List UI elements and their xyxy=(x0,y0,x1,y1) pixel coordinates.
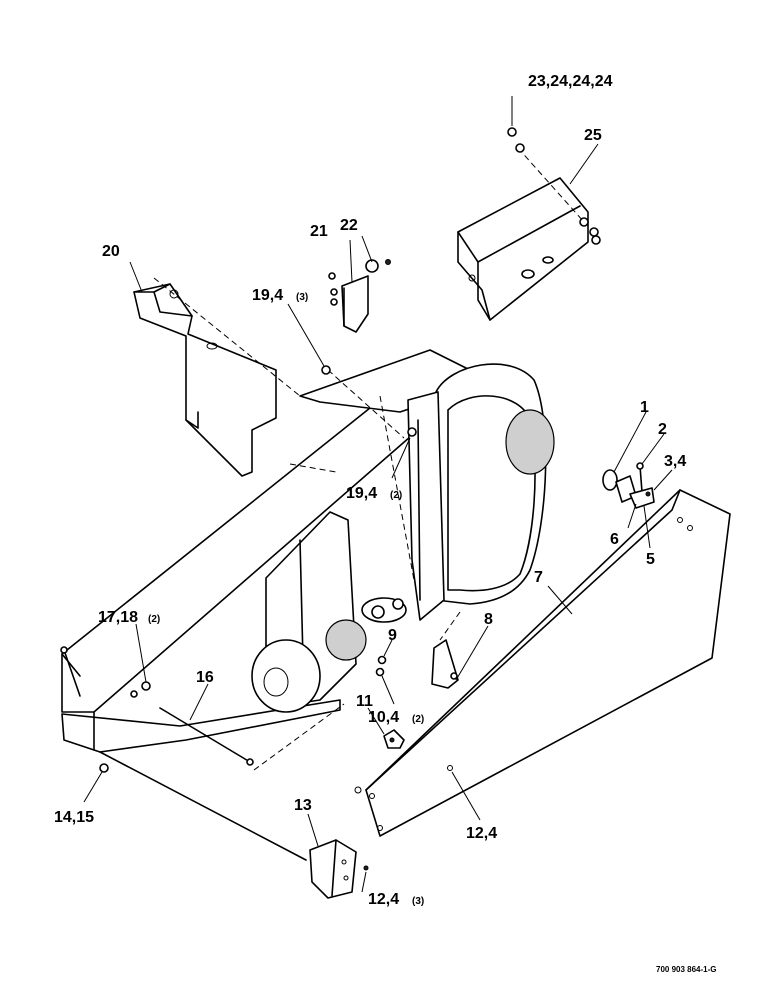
callout-17-18: 17,18 xyxy=(98,609,138,626)
callout-19-4-upper-qty: (3) xyxy=(296,292,308,303)
washer-19-lower xyxy=(407,427,417,437)
callout-12-4-bottom: 12,4 xyxy=(368,891,399,908)
callout-21: 21 xyxy=(310,223,328,240)
shield-20 xyxy=(133,283,277,477)
lower-link xyxy=(99,751,307,861)
callout-6: 6 xyxy=(610,531,619,548)
bolt-23 xyxy=(507,127,525,153)
callout-7: 7 xyxy=(534,569,543,586)
callout-9: 9 xyxy=(388,627,397,644)
clip-11 xyxy=(383,729,405,749)
callout-12-4-right: 12,4 xyxy=(466,825,497,842)
latch-assembly xyxy=(602,462,655,509)
callout-2: 2 xyxy=(658,421,667,438)
shield-7 xyxy=(354,489,731,837)
bolt-14 xyxy=(60,646,109,773)
callout-19-4-upper: 19,4 xyxy=(252,287,283,304)
callout-8: 8 xyxy=(484,611,493,628)
callout-5: 5 xyxy=(646,551,655,568)
callout-13: 13 xyxy=(294,797,312,814)
callout-25: 25 xyxy=(584,127,602,144)
hardware-17-18 xyxy=(130,681,151,698)
washers-9-10 xyxy=(375,655,387,677)
callout-22: 22 xyxy=(340,217,358,234)
callout-16: 16 xyxy=(196,669,214,686)
callout-1: 1 xyxy=(640,399,649,416)
callout-23-24: 23,24,24,24 xyxy=(528,73,613,90)
callout-19-4-lower: 19,4 xyxy=(346,485,377,502)
callout-10-4: 10,4 xyxy=(368,709,399,726)
clip-8 xyxy=(431,639,459,689)
bracket-13 xyxy=(309,839,369,899)
callout-10-4-qty: (2) xyxy=(412,714,424,725)
drawing-number: 700 903 864-1-G xyxy=(656,965,717,974)
callout-11: 11 xyxy=(356,693,373,710)
callout-19-4-lower-qty: (2) xyxy=(390,490,402,501)
callout-17-18-qty: (2) xyxy=(148,614,160,625)
washer-19-upper xyxy=(321,365,331,375)
bracket-21 xyxy=(328,259,391,333)
callout-14-15: 14,15 xyxy=(54,809,94,826)
callout-3-4: 3,4 xyxy=(664,453,686,470)
main-frame xyxy=(61,277,555,771)
shield-25 xyxy=(457,147,601,321)
callout-12-4-bottom-qty: (3) xyxy=(412,896,424,907)
callout-20: 20 xyxy=(102,243,120,260)
leader-lines xyxy=(83,96,673,893)
rod-16 xyxy=(159,707,254,766)
